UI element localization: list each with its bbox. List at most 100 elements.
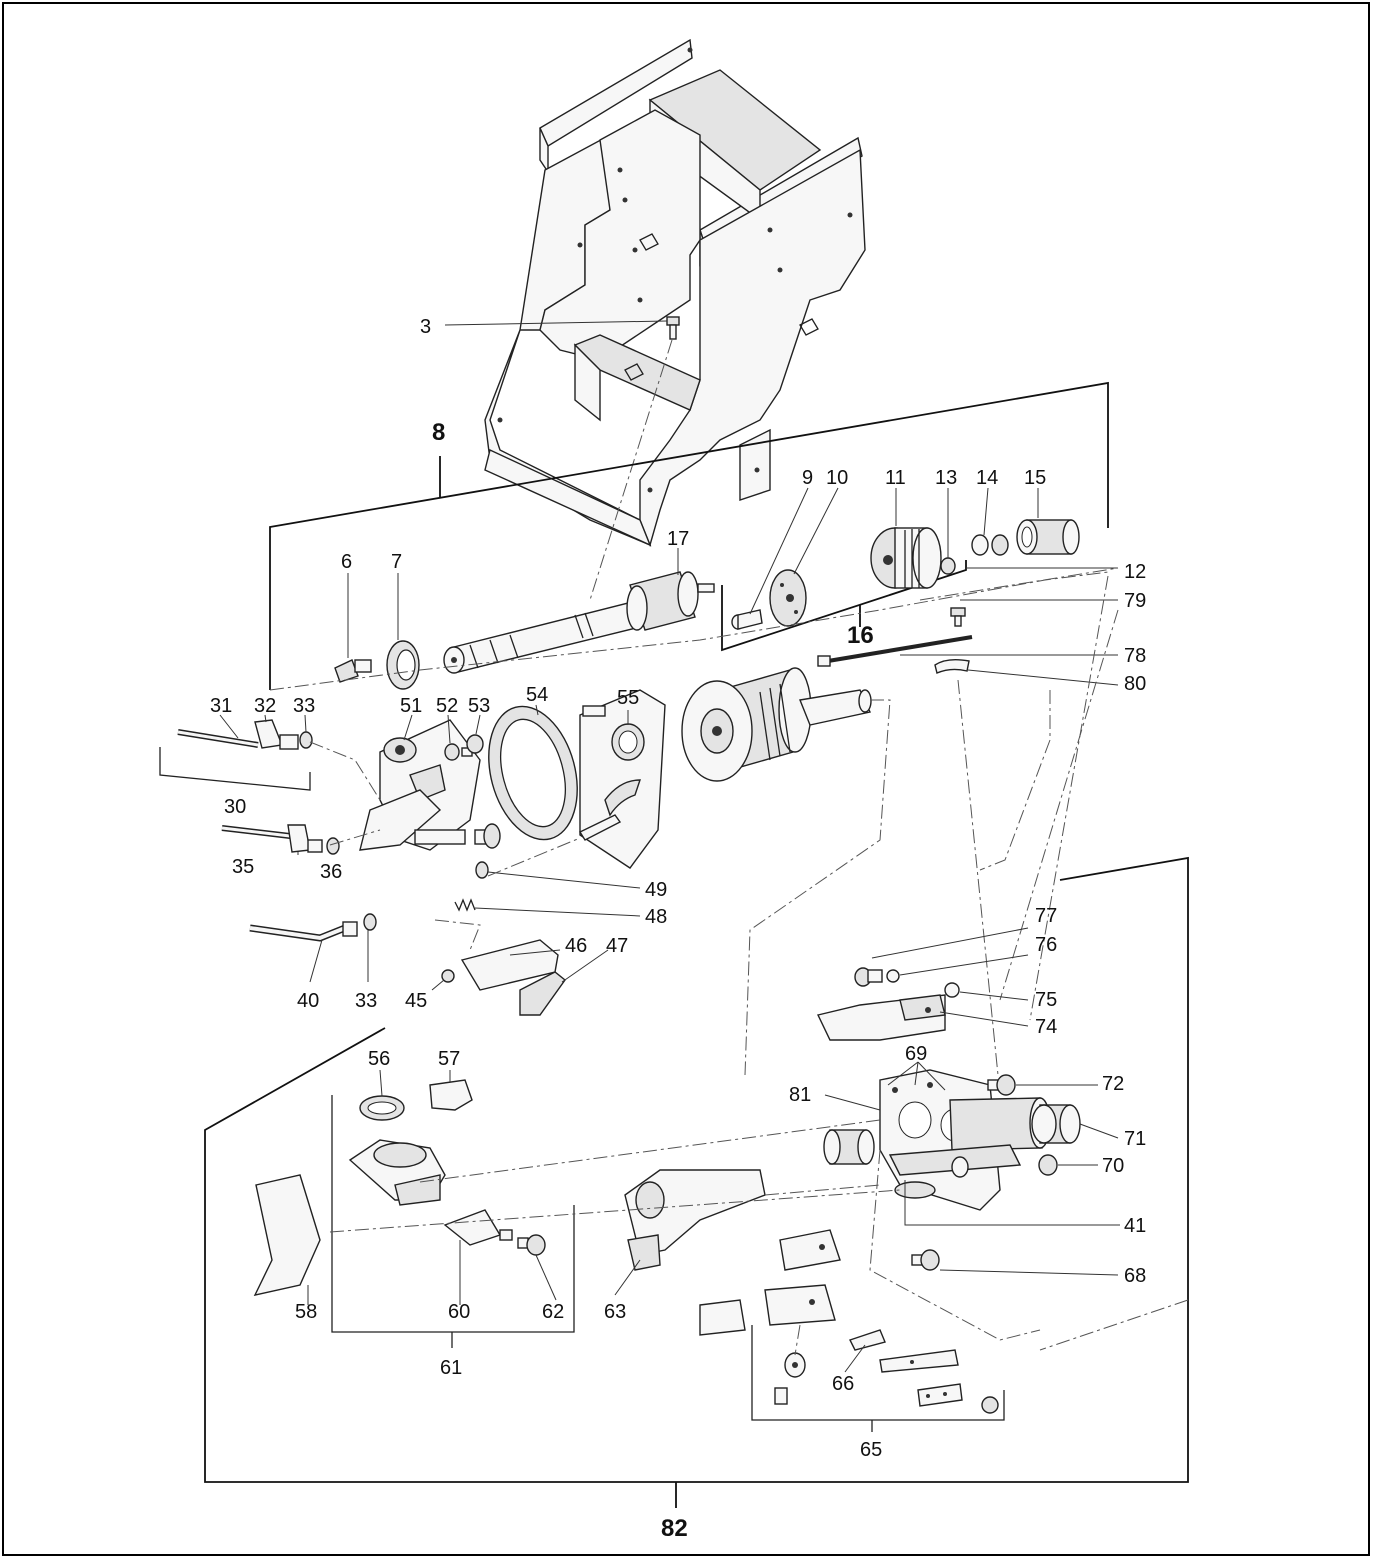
label-32: 32 [254,695,276,717]
label-8: 8 [432,419,445,446]
label-69: 69 [905,1043,927,1065]
chassis-frame [484,38,866,548]
nut-12 [940,557,956,575]
screw-53 [461,734,484,757]
label-72: 72 [1102,1073,1124,1095]
washer-75 [944,982,960,998]
label-33a: 33 [293,695,315,717]
screw-3 [666,316,680,340]
pad-assembly [348,1139,446,1206]
nut-52 [444,743,460,761]
label-63: 63 [604,1301,626,1323]
ball-45 [441,969,455,983]
bushing-15 [1016,519,1080,555]
bracket-82 [204,856,1189,1483]
label-71: 71 [1124,1128,1146,1150]
label-52: 52 [436,695,458,717]
label-41: 41 [1124,1215,1146,1237]
label-7: 7 [391,551,402,573]
label-48: 48 [645,906,667,928]
bracket-65-parts [699,1229,999,1414]
arm-63 [624,1169,766,1271]
housing-51 [359,719,481,851]
screw-68 [911,1249,940,1271]
label-15: 15 [1024,467,1046,489]
bracket-61 [331,1095,575,1333]
part-labels: 3 8 9 10 11 13 14 15 17 6 7 12 79 16 78 … [210,316,1146,1542]
label-80: 80 [1124,673,1146,695]
label-33b: 33 [355,990,377,1012]
washer-14 [971,534,1009,556]
label-77: 77 [1035,905,1057,927]
lever-31 [177,719,313,750]
label-68: 68 [1124,1265,1146,1287]
label-46: 46 [565,935,587,957]
screw-79 [950,607,966,627]
shield-58 [253,1174,321,1296]
bushing-part [823,1129,875,1165]
label-12: 12 [1124,561,1146,583]
gasket-56 [359,1095,405,1121]
label-40: 40 [297,990,319,1012]
label-45: 45 [405,990,427,1012]
washer-7 [386,640,420,690]
label-76: 76 [1035,934,1057,956]
label-56: 56 [368,1048,390,1070]
ring-54 [488,705,578,841]
bracket-30 [159,747,311,791]
label-75: 75 [1035,989,1057,1011]
pin-49 [475,814,622,879]
label-55: 55 [617,687,639,709]
label-10: 10 [826,467,848,489]
spring-48 [454,898,476,912]
label-70: 70 [1102,1155,1124,1177]
clip-57 [429,1079,473,1111]
label-66: 66 [832,1373,854,1395]
label-61: 61 [440,1357,462,1379]
label-82: 82 [661,1515,688,1542]
label-53: 53 [468,695,490,717]
block-60 [443,1209,513,1246]
bracket-8 [269,381,1109,690]
label-31: 31 [210,695,232,717]
label-51: 51 [400,695,422,717]
label-16: 16 [847,622,874,649]
screw-77 [854,967,883,987]
label-78: 78 [1124,645,1146,667]
bolt-6 [334,659,372,683]
clip-80 [934,658,970,674]
label-17: 17 [667,528,689,550]
roller-assembly [681,667,872,782]
plate-55 [579,689,666,869]
label-54: 54 [526,684,548,706]
bracket-74 [816,994,946,1041]
label-47: 47 [606,935,628,957]
label-79: 79 [1124,590,1146,612]
label-14: 14 [976,467,998,489]
label-60: 60 [448,1301,470,1323]
label-81: 81 [789,1084,811,1106]
screw-72 [987,1074,1016,1096]
label-74: 74 [1035,1016,1057,1038]
nut-70 [1038,1154,1058,1176]
disc-10 [769,569,807,627]
gear-11 [870,527,942,589]
label-9: 9 [802,467,813,489]
bracket-16 [721,560,967,652]
label-49: 49 [645,879,667,901]
label-13: 13 [935,467,957,489]
label-6: 6 [341,551,352,573]
rod-78 [817,635,973,667]
lever-35 [221,824,340,855]
label-36: 36 [320,861,342,883]
shaft-17 [443,571,715,674]
bracket-65 [751,1325,1005,1421]
label-62: 62 [542,1301,564,1323]
nut-part [474,823,501,849]
washer-76 [886,969,900,983]
lever-40 [249,913,377,942]
label-11: 11 [885,467,906,489]
label-65: 65 [860,1439,882,1461]
label-30: 30 [224,796,246,818]
